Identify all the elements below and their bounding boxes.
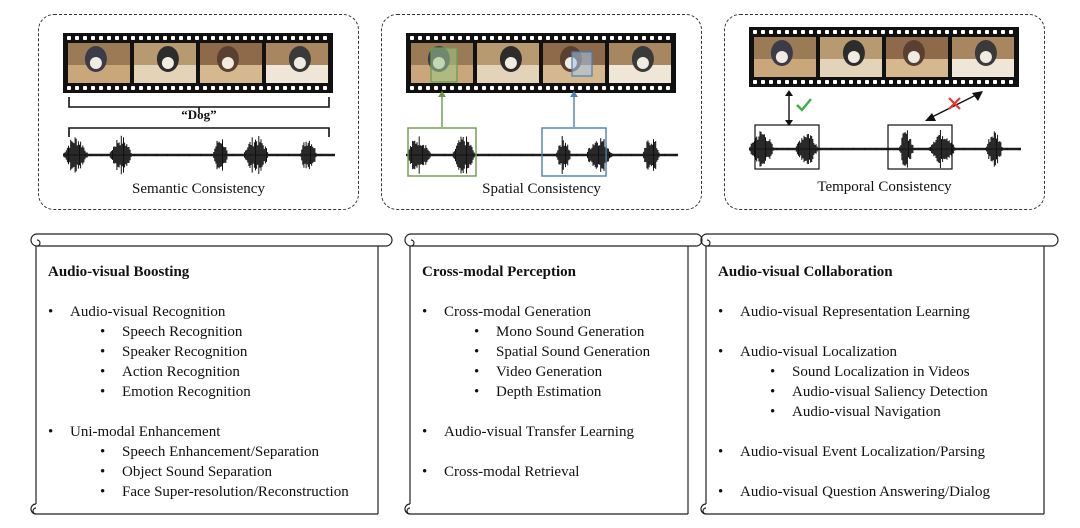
scroll-content: Cross-modal PerceptionCross-modal Genera… bbox=[422, 262, 692, 502]
scroll-content: Audio-visual CollaborationAudio-visual R… bbox=[718, 262, 1048, 522]
subtopic-item: Sound Localization in Videos bbox=[770, 362, 1048, 382]
panel-caption: Semantic Consistency bbox=[132, 181, 265, 197]
topic-item: Audio-visual Transfer Learning bbox=[422, 422, 692, 442]
scroll-title: Cross-modal Perception bbox=[422, 264, 577, 280]
spatial-consistency-panel: Spatial Consistency bbox=[381, 14, 702, 210]
scroll-frame bbox=[700, 233, 1059, 515]
subtopic-item: Speaker Recognition bbox=[100, 342, 382, 362]
audio-waveform bbox=[749, 130, 1021, 168]
topic-label: Audio-visual Localization bbox=[740, 344, 898, 360]
subtopic-item: Audio-visual Saliency Detection bbox=[770, 382, 1048, 402]
subtopic-item: Speech Enhancement/Separation bbox=[100, 442, 382, 462]
topic-item: Cross-modal GenerationMono Sound Generat… bbox=[422, 302, 692, 402]
topic-list: Audio-visual RecognitionSpeech Recogniti… bbox=[48, 302, 382, 502]
subtopic-list: Mono Sound GenerationSpatial Sound Gener… bbox=[444, 322, 692, 402]
topic-item: Uni-modal EnhancementSpeech Enhancement/… bbox=[48, 422, 382, 502]
spatial-boxes bbox=[407, 127, 607, 177]
topic-label: Audio-visual Recognition bbox=[70, 304, 226, 320]
scroll-content: Audio-visual BoostingAudio-visual Recogn… bbox=[48, 262, 382, 522]
video-filmstrip bbox=[749, 27, 1019, 87]
topic-item: Audio-visual Event Localization/Parsing bbox=[718, 442, 1048, 462]
topic-list: Cross-modal GenerationMono Sound Generat… bbox=[422, 302, 692, 482]
topic-label: Audio-visual Representation Learning bbox=[740, 304, 970, 320]
scroll-cross-modal-perception: Cross-modal PerceptionCross-modal Genera… bbox=[402, 232, 703, 520]
subtopic-item: Spatial Sound Generation bbox=[474, 342, 692, 362]
topic-label: Uni-modal Enhancement bbox=[70, 424, 221, 440]
scroll-title: Audio-visual Collaboration bbox=[718, 264, 893, 280]
subtopic-item: Emotion Recognition bbox=[100, 382, 382, 402]
topic-item: Audio-visual Question Answering/Dialog bbox=[718, 482, 1048, 502]
subtopic-item: Action Recognition bbox=[100, 362, 382, 382]
topic-label: Audio-visual Question Answering/Dialog bbox=[740, 484, 990, 500]
spatial-arrows bbox=[430, 47, 593, 127]
video-filmstrip bbox=[63, 33, 333, 93]
bracket bbox=[68, 127, 330, 137]
subtopic-item: Mono Sound Generation bbox=[474, 322, 692, 342]
panel-caption: Spatial Consistency bbox=[482, 181, 601, 197]
topic-list: Audio-visual Representation LearningAudi… bbox=[718, 302, 1048, 502]
subtopic-list: Sound Localization in VideosAudio-visual… bbox=[740, 362, 1048, 422]
topic-item: Audio-visual Representation Learning bbox=[718, 302, 1048, 322]
scroll-audio-visual-boosting: Audio-visual BoostingAudio-visual Recogn… bbox=[28, 232, 393, 522]
subtopic-list: Speech Enhancement/SeparationObject Soun… bbox=[70, 442, 382, 502]
topic-item: Audio-visual LocalizationSound Localizat… bbox=[718, 342, 1048, 422]
scroll-frame bbox=[404, 233, 703, 515]
subtopic-item: Object Sound Separation bbox=[100, 462, 382, 482]
bracket bbox=[68, 97, 330, 113]
subtopic-item: Face Super-resolution/Reconstruction bbox=[100, 482, 382, 502]
temporal-consistency-panel: Temporal Consistency bbox=[724, 14, 1045, 210]
dog-label: “Dog” bbox=[181, 107, 217, 122]
topic-label: Cross-modal Retrieval bbox=[444, 464, 580, 480]
subtopic-list: Speech RecognitionSpeaker RecognitionAct… bbox=[70, 322, 382, 402]
scroll-title: Audio-visual Boosting bbox=[48, 264, 190, 280]
subtopic-item: Speech Recognition bbox=[100, 322, 382, 342]
topic-item: Audio-visual RecognitionSpeech Recogniti… bbox=[48, 302, 382, 402]
semantic-consistency-panel: “Dog” Semantic Consistency bbox=[38, 14, 359, 210]
topic-label: Audio-visual Transfer Learning bbox=[444, 424, 634, 440]
subtopic-item: Audio-visual Navigation bbox=[770, 402, 1048, 422]
subtopic-item: Depth Estimation bbox=[474, 382, 692, 402]
subtopic-item: Video Generation bbox=[474, 362, 692, 382]
scroll-audio-visual-collaboration: Audio-visual CollaborationAudio-visual R… bbox=[698, 232, 1059, 522]
topic-label: Audio-visual Event Localization/Parsing bbox=[740, 444, 985, 460]
panel-caption: Temporal Consistency bbox=[817, 179, 952, 195]
topic-item: Cross-modal Retrieval bbox=[422, 462, 692, 482]
topic-label: Cross-modal Generation bbox=[444, 304, 592, 320]
audio-waveform bbox=[63, 135, 335, 175]
